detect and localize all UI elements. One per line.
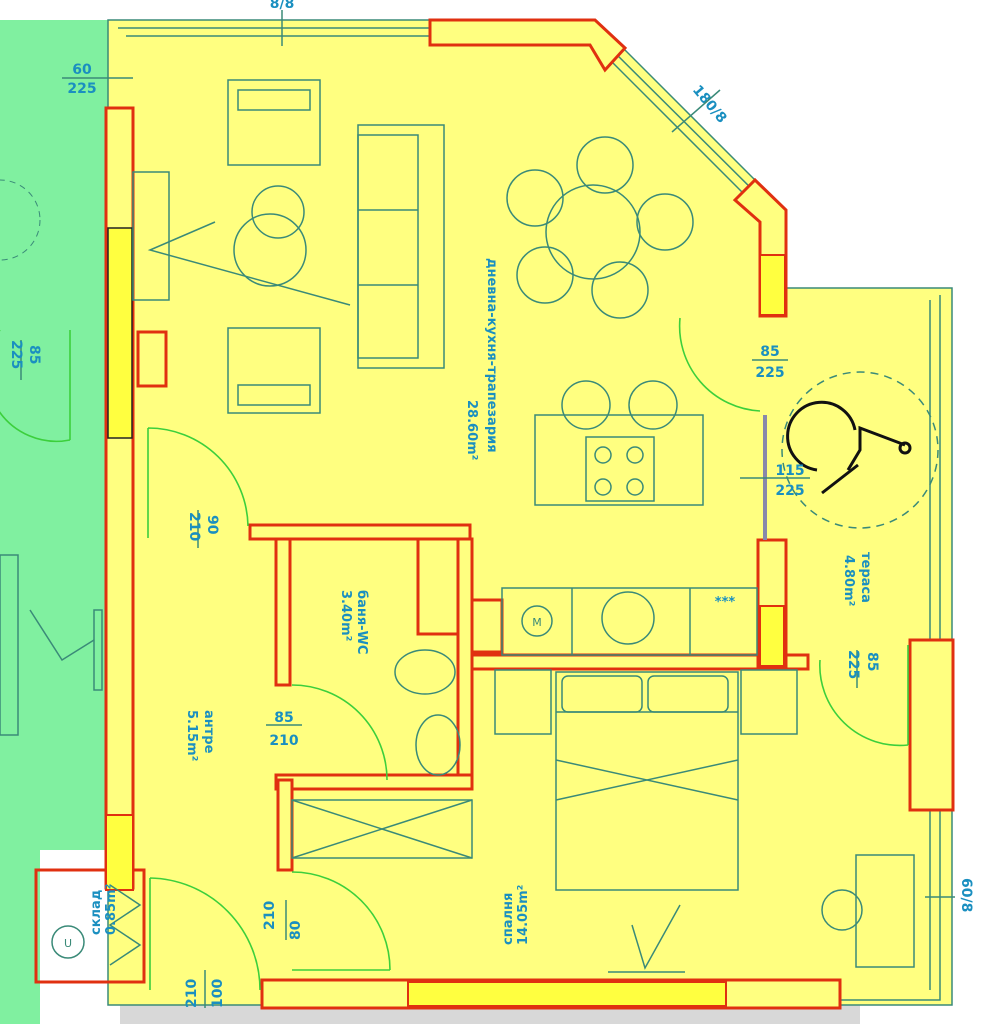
svg-text:210: 210 — [184, 979, 200, 1008]
dim-bedroom-door: 210 80 — [262, 900, 304, 940]
svg-text:U: U — [64, 937, 72, 950]
svg-text:225: 225 — [775, 483, 804, 499]
room-area-hall: 5.15m² — [184, 710, 199, 761]
furniture: M *** U — [0, 79, 939, 973]
kitchen-island — [534, 414, 704, 506]
svg-text:210: 210 — [262, 901, 278, 930]
room-area-living: 28.60m² — [464, 400, 479, 460]
door-swings — [0, 179, 909, 991]
meter-icon — [521, 605, 553, 637]
dim-right: 60/8 — [925, 878, 974, 912]
washbasin-icon — [415, 714, 461, 776]
room-labels: дневна-кухня-трапезария 28.60m² баня-WC … — [89, 258, 873, 945]
chair — [821, 889, 863, 931]
neighbor-unit — [0, 20, 108, 850]
svg-text:90: 90 — [204, 515, 220, 535]
svg-text:85: 85 — [760, 344, 779, 360]
boiler-icon — [51, 925, 85, 959]
svg-text:225: 225 — [67, 81, 96, 97]
kitchen-counter — [501, 587, 758, 656]
wheelchair-icon — [786, 400, 912, 495]
bed — [555, 671, 739, 891]
stove — [585, 436, 655, 502]
neighbor-unit-lower — [0, 850, 40, 1024]
apartment-floor — [107, 19, 953, 1006]
room-area-storage: 0.85m² — [104, 884, 119, 935]
dining-table — [545, 184, 641, 280]
armchair-top — [227, 79, 321, 166]
nightstand-left — [494, 669, 552, 735]
svg-text:225: 225 — [8, 340, 24, 369]
room-name-bedroom: спалня — [501, 893, 516, 945]
walls — [34, 18, 955, 1010]
turning-circle — [781, 371, 939, 529]
room-name-storage: склад — [89, 890, 104, 935]
svg-text:M: M — [532, 616, 542, 629]
room-name-bath: баня-WC — [354, 590, 369, 654]
svg-text:80: 80 — [288, 920, 304, 940]
svg-text:85: 85 — [864, 652, 880, 671]
svg-text:85: 85 — [274, 710, 293, 726]
svg-text:100: 100 — [210, 979, 226, 1008]
armchair-bottom — [227, 327, 321, 414]
tv-unit — [132, 171, 170, 301]
svg-text:115: 115 — [775, 463, 804, 479]
svg-text:60: 60 — [72, 62, 92, 78]
svg-text:8/8: 8/8 — [270, 0, 295, 12]
coffee-table — [233, 213, 307, 287]
room-area-bath: 3.40m² — [338, 590, 353, 641]
room-name-hall: антре — [201, 710, 216, 754]
toilet-icon — [394, 649, 456, 695]
svg-text:225: 225 — [845, 650, 861, 679]
room-area-bedroom: 14.05m² — [516, 885, 531, 945]
wardrobe — [291, 799, 473, 859]
svg-text:225: 225 — [755, 365, 784, 381]
svg-text:60/8: 60/8 — [958, 878, 974, 912]
room-area-terrace: 4.80m² — [841, 555, 856, 606]
svg-text:210: 210 — [269, 733, 298, 749]
room-name-living: дневна-кухня-трапезария — [484, 258, 499, 453]
sink-icon — [601, 591, 655, 645]
dim-top: 8/8 — [270, 0, 295, 46]
dim-entrance-door: 210 100 — [184, 970, 226, 1008]
svg-text:85: 85 — [26, 345, 42, 364]
stove-marks: *** — [715, 595, 736, 610]
svg-text:210: 210 — [186, 512, 202, 541]
desk — [855, 854, 915, 968]
nightstand-right — [740, 669, 798, 735]
room-name-terrace: тераса — [858, 552, 873, 603]
